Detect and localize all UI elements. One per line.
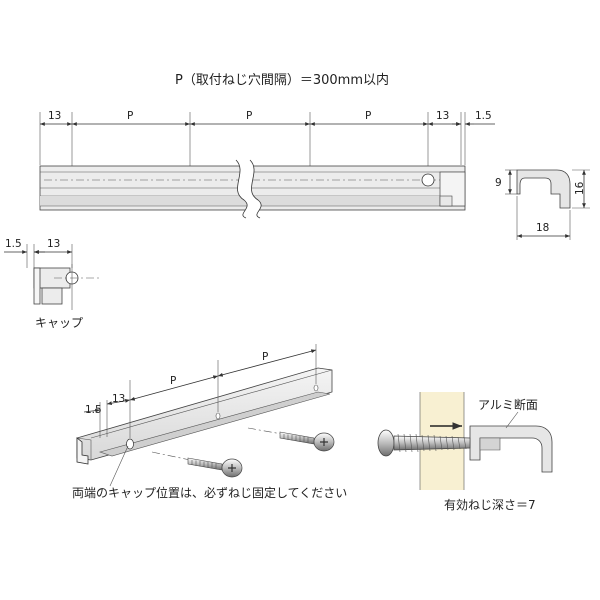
section-dim-16: 16 <box>574 181 586 195</box>
iso-note: 両端のキャップ位置は、必ずねじ固定してください <box>72 485 347 500</box>
rail-profile <box>516 169 571 209</box>
screw-icon <box>151 451 243 478</box>
section-detail: アルミ断面 有効ねじ深さ＝7 <box>377 392 553 512</box>
iso-dim-1-5: 1.5 <box>85 404 102 416</box>
iso-rail <box>76 367 333 461</box>
title-text: P（取付ねじ穴間隔）＝300mm以内 <box>175 72 389 88</box>
cap-caption: キャップ <box>35 316 83 330</box>
iso-dim-p2: P <box>262 351 268 363</box>
iso-dim-p1: P <box>170 375 176 387</box>
screw-head-icon <box>377 429 395 457</box>
section-dim-18: 18 <box>536 222 549 234</box>
cross-section: 9 16 18 <box>495 169 590 240</box>
section-dim-9: 9 <box>495 177 502 189</box>
top-dim-13-right: 13 <box>436 110 449 122</box>
label-aluminum: アルミ断面 <box>478 397 538 412</box>
iso-view: P P 13 1.5 両端のキャップ位置は、必ずねじ固定してください <box>72 344 347 500</box>
aluminum-profile <box>469 425 553 473</box>
label-screw-depth: 有効ねじ深さ＝7 <box>444 497 536 512</box>
iso-dim-13: 13 <box>112 393 125 405</box>
cap-dim-13: 13 <box>47 238 60 250</box>
cap-dim-1-5: 1.5 <box>5 238 22 250</box>
screw-icon <box>247 427 335 452</box>
top-view: 13 P P P 13 1.5 <box>39 110 495 219</box>
iso-hole-icon <box>126 438 134 450</box>
top-dim-p2: P <box>246 110 252 122</box>
top-dim-p1: P <box>127 110 133 122</box>
break-mark <box>236 160 262 218</box>
top-dim-p3: P <box>365 110 371 122</box>
top-dim-1-5: 1.5 <box>475 110 492 122</box>
screw-hole-icon <box>421 173 435 187</box>
cap-detail: 1.5 13 キャップ <box>4 238 100 330</box>
top-dim-13-left: 13 <box>48 110 61 122</box>
top-view-extension-lines <box>39 112 466 210</box>
rail-front <box>39 159 466 219</box>
